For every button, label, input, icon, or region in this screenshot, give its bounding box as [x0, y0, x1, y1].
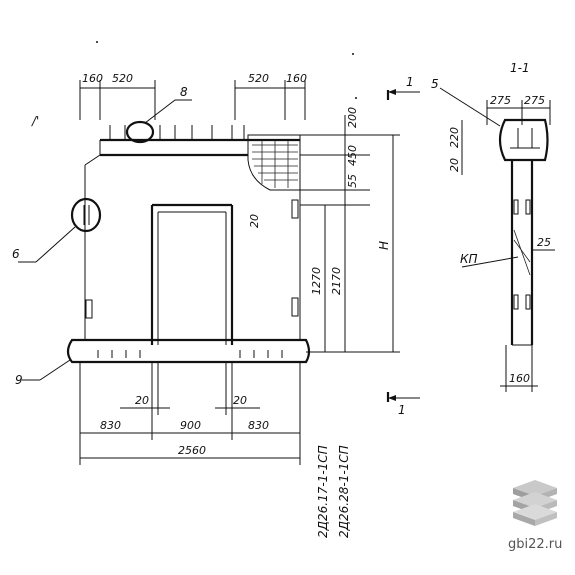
section-title: 1-1 [510, 61, 530, 75]
top-rebar-ticks [109, 125, 245, 140]
dim-top-160-right: 160 [286, 72, 307, 85]
bottom-rebar-ticks [97, 350, 283, 358]
sec-dim-275-b: 275 [524, 94, 545, 107]
right-dimensions: 200 450 55 1270 2170 H 20 [248, 107, 400, 353]
bottom-plinth [66, 338, 311, 364]
sec-dim-20: 20 [448, 158, 461, 172]
detail-circle-8 [125, 120, 155, 144]
dim-bottom-20-right: 20 [233, 394, 247, 407]
dim-right-55: 55 [346, 174, 359, 188]
ref-label-6: 6 [12, 247, 20, 261]
ref-label-5: 5 [431, 77, 439, 91]
dim-right-200: 200 [346, 107, 359, 128]
product-mark-2: 2Д26.28-1-1СП [337, 445, 351, 538]
sec-dim-160: 160 [509, 372, 530, 385]
section-1-1: 1-1 275 275 20 220 5 25 КП [431, 61, 555, 392]
dim-bottom-830-right: 830 [248, 419, 269, 432]
reference-labels: 8 6 9 /' [12, 85, 192, 387]
ref-label-kp: КП [460, 252, 478, 266]
dim-bottom-2560: 2560 [178, 444, 206, 457]
product-mark-1: 2Д26.17-1-1СП [316, 445, 330, 538]
top-dimensions: 160 520 520 160 [79, 72, 307, 120]
dim-right-450: 450 [346, 145, 359, 166]
door-opening [150, 203, 234, 345]
sec-dim-25: 25 [537, 236, 551, 249]
dim-right-1270: 1270 [310, 267, 323, 295]
product-marks: 2Д26.17-1-1СП 2Д26.28-1-1СП [316, 445, 351, 538]
dim-bottom-830-left: 830 [100, 419, 121, 432]
stacked-slabs-icon [513, 480, 557, 526]
ref-label-8: 8 [180, 85, 188, 99]
dim-bottom-20-left: 20 [135, 394, 149, 407]
hatched-corner [247, 134, 301, 191]
dim-top-520-left: 520 [112, 72, 133, 85]
stray-mark: /' [31, 114, 39, 128]
bottom-dimensions: 20 20 830 900 830 2560 [79, 362, 301, 465]
cut-mark-bottom: 1 [398, 403, 406, 417]
dim-inner-20: 20 [248, 214, 261, 228]
ref-label-9: 9 [15, 373, 23, 387]
cut-marks: 1 1 [386, 75, 420, 417]
watermark-site: gbi22.ru [508, 537, 563, 552]
main-elevation [66, 120, 311, 364]
sec-dim-220: 220 [448, 127, 461, 148]
dim-bottom-900: 900 [180, 419, 201, 432]
dim-right-H: H [377, 241, 391, 250]
cut-mark-top: 1 [406, 75, 414, 89]
dim-top-520-right: 520 [248, 72, 269, 85]
dim-right-2170: 2170 [330, 267, 343, 295]
sec-dim-275-a: 275 [490, 94, 511, 107]
detail-circle-6 [70, 197, 102, 233]
dim-top-160-left: 160 [82, 72, 103, 85]
